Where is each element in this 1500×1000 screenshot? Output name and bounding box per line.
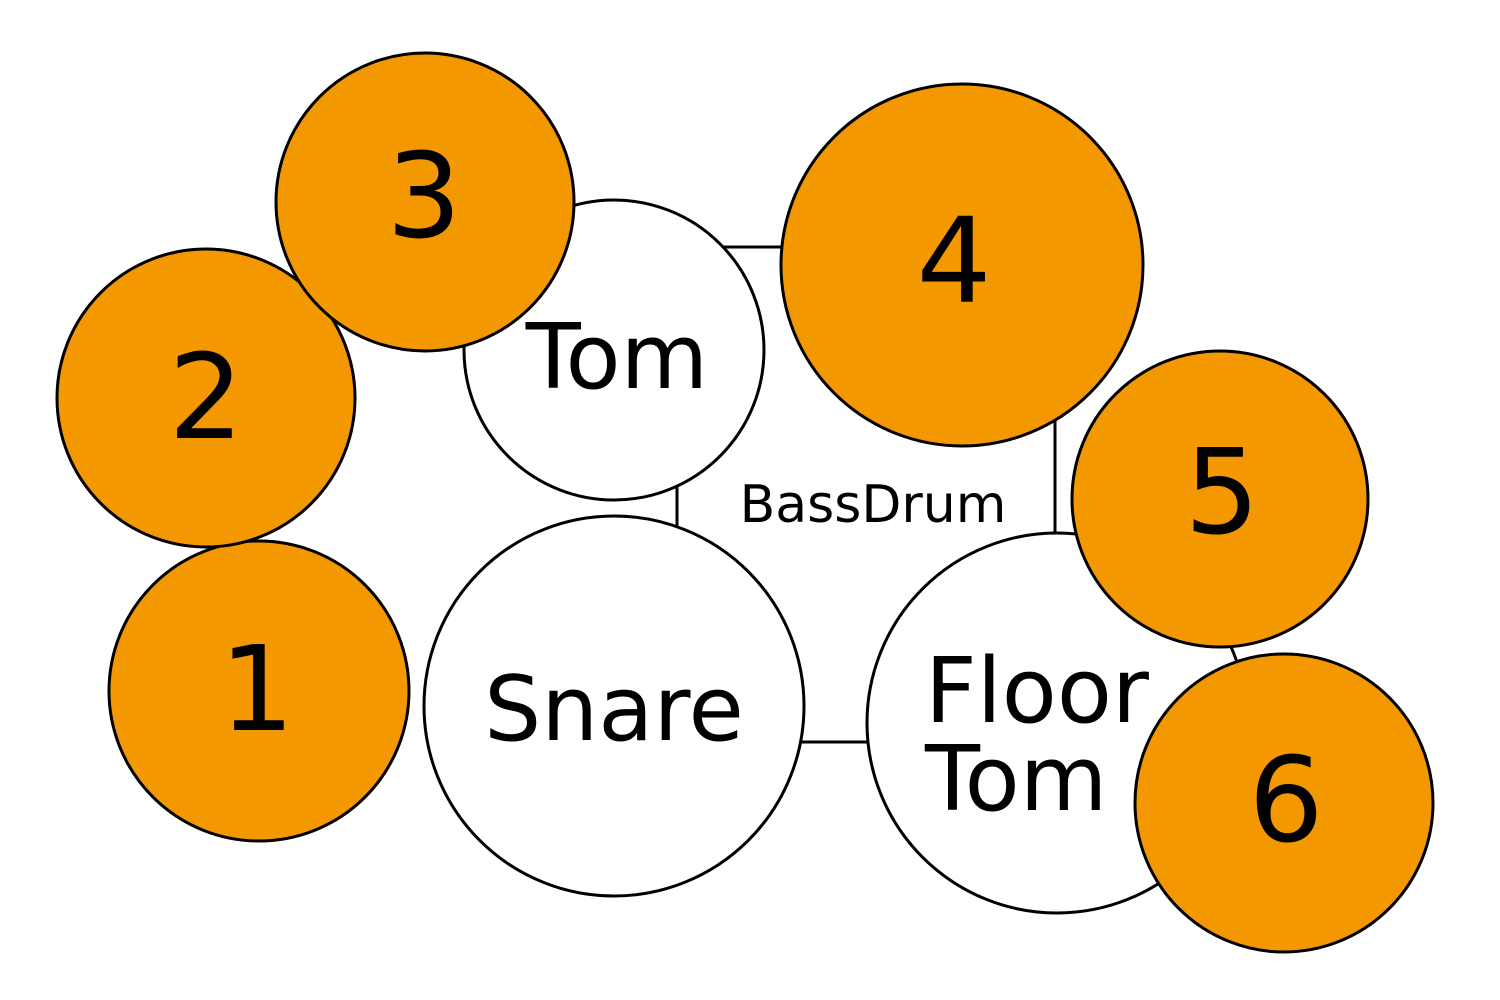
cymbal-3-label: 3 [386,127,461,265]
cymbal-4-shape [779,82,1145,448]
cymbal-4 [779,82,1145,448]
cymbal-1 [107,539,411,843]
tom-label: Tom [525,305,708,410]
floor-tom-label-line2: Tom [924,727,1107,832]
cymbal-5-label: 5 [1184,423,1259,561]
cymbal-6-shape [1133,652,1435,954]
cymbal-1-label: 1 [219,620,294,758]
cymbal-2 [55,247,357,549]
cymbal-6-label: 6 [1248,731,1323,869]
cymbal-1-shape [107,539,411,843]
cymbal-6 [1133,652,1435,954]
snare-drum-shape [422,514,806,898]
cymbal-3-shape [274,51,576,353]
cymbal-4-label: 4 [916,192,991,330]
cymbal-5 [1070,349,1370,649]
cymbal-3 [274,51,576,353]
cymbal-2-shape [55,247,357,549]
cymbal-2-label: 2 [168,328,243,466]
cymbal-5-shape [1070,349,1370,649]
bass-drum-label: BassDrum [740,475,1007,535]
snare [422,514,806,898]
snare-label: Snare [484,657,744,762]
floor-tom-label-line1: Floor [925,639,1149,744]
